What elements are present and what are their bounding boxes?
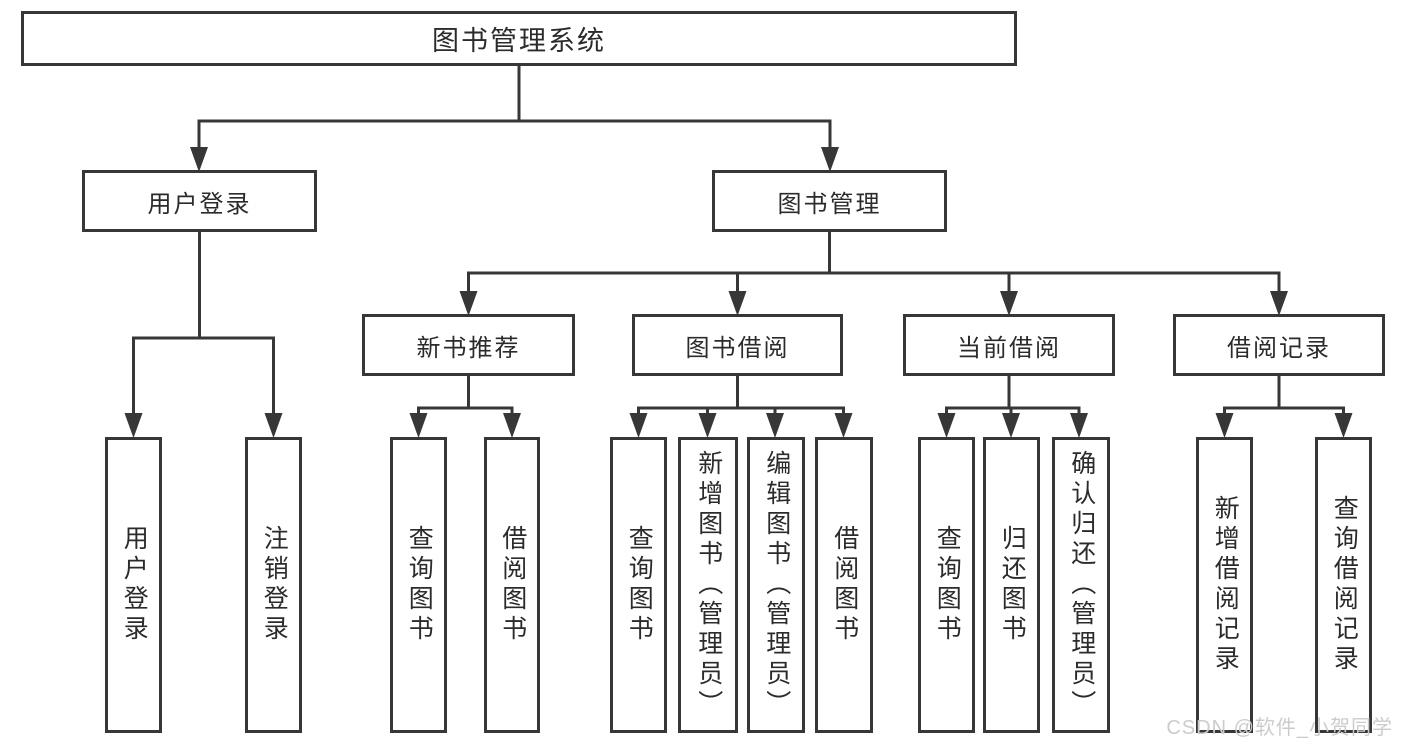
arrowhead-icon <box>409 413 428 438</box>
arrowhead-icon <box>1215 413 1234 438</box>
node-label: 注销登录 <box>260 525 289 645</box>
node-label: 用户登录 <box>147 190 252 218</box>
node-root-system: 图书管理系统 <box>21 11 1017 66</box>
leaf-add-borrow-record: 新增借阅记录 <box>1196 437 1253 733</box>
node-new-book-recommend: 新书推荐 <box>362 314 575 376</box>
connector-root-to-level2 <box>197 64 832 150</box>
leaf-query-books: 查询图书 <box>918 437 975 733</box>
node-book-management-branch: 图书管理 <box>712 170 947 232</box>
arrowhead-icon <box>1000 291 1018 316</box>
node-user-login-branch: 用户登录 <box>82 170 317 232</box>
leaf-borrow-books: 借阅图书 <box>484 437 540 733</box>
node-label: 新增图书（管理员） <box>694 450 723 720</box>
leaf-borrow-books: 借阅图书 <box>815 437 873 733</box>
arrowhead-icon <box>1334 413 1353 438</box>
node-borrowing-records: 借阅记录 <box>1173 314 1385 376</box>
leaf-query-books: 查询图书 <box>390 437 447 733</box>
arrowhead-icon <box>503 413 521 438</box>
arrowhead-icon <box>766 413 784 438</box>
arrowhead-icon <box>190 147 208 172</box>
arrowhead-icon <box>1002 413 1020 438</box>
arrowhead-icon <box>937 413 956 438</box>
node-current-borrowing: 当前借阅 <box>903 314 1115 376</box>
node-label: 新增借阅记录 <box>1211 495 1240 675</box>
node-label: 图书管理 <box>777 190 882 218</box>
connector-borrowing-to-leaves <box>637 374 845 416</box>
connector-newbooks-to-leaves <box>417 374 514 416</box>
leaf-query-books: 查询图书 <box>610 437 667 733</box>
node-label: 用户登录 <box>120 525 149 645</box>
connector-userlogin-to-leaves <box>132 230 275 416</box>
leaf-user-login: 用户登录 <box>105 437 162 733</box>
arrowhead-icon <box>459 291 478 316</box>
node-label: 查询图书 <box>933 525 962 645</box>
node-label: 查询借阅记录 <box>1330 495 1359 675</box>
arrowhead-icon <box>1270 291 1288 316</box>
arrowhead-icon <box>834 413 853 438</box>
leaf-query-borrow-record: 查询借阅记录 <box>1315 437 1372 733</box>
connector-current-to-leaves <box>945 374 1081 416</box>
arrowhead-icon <box>728 291 747 316</box>
leaf-logout: 注销登录 <box>245 437 302 733</box>
node-label: 借阅图书 <box>830 525 859 645</box>
arrowhead-icon <box>124 413 143 438</box>
node-label: 确认归还（管理员） <box>1067 450 1096 720</box>
node-label: 借阅图书 <box>498 525 527 645</box>
node-book-borrowing: 图书借阅 <box>632 314 843 376</box>
node-label: 借阅记录 <box>1227 334 1331 362</box>
connector-bookmgmt-to-level3 <box>467 230 1281 294</box>
connector-trunks <box>132 64 1345 416</box>
node-label: 归还图书 <box>998 525 1027 645</box>
leaf-edit-books-admin: 编辑图书（管理员） <box>747 437 805 733</box>
arrowhead-icon <box>821 147 839 172</box>
node-label: 新书推荐 <box>416 334 521 362</box>
connector-records-to-leaves <box>1223 374 1345 416</box>
arrowhead-icon <box>264 413 283 438</box>
node-label: 查询图书 <box>405 525 434 645</box>
node-label: 当前借阅 <box>957 334 1061 362</box>
node-label: 图书管理系统 <box>432 26 606 56</box>
node-label: 图书借阅 <box>685 334 790 362</box>
node-label: 查询图书 <box>625 525 654 645</box>
arrowheads <box>124 147 1353 438</box>
arrowhead-icon <box>1070 413 1088 438</box>
arrowhead-icon <box>629 413 648 438</box>
leaf-confirm-return-admin: 确认归还（管理员） <box>1052 437 1110 733</box>
leaf-return-books: 归还图书 <box>983 437 1040 733</box>
arrowhead-icon <box>698 413 717 438</box>
leaf-add-books-admin: 新增图书（管理员） <box>678 437 738 733</box>
node-label: 编辑图书（管理员） <box>762 450 791 720</box>
